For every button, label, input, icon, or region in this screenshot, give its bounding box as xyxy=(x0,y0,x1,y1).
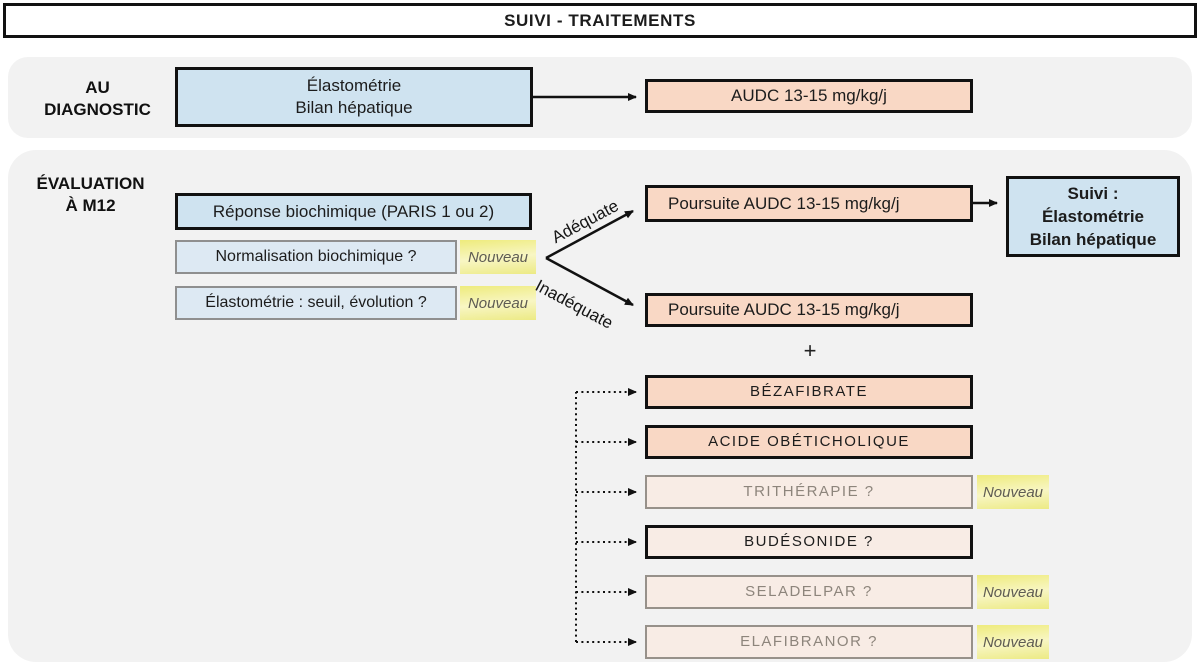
node-tritherapie: TRITHÉRAPIE ? xyxy=(645,475,973,509)
node-reponse-biochimique: Réponse biochimique (PARIS 1 ou 2) xyxy=(175,193,532,230)
plus-sign: + xyxy=(803,338,817,363)
badge-nouveau-seladelpar: Nouveau xyxy=(977,575,1049,609)
badge-nouveau-normalisation: Nouveau xyxy=(460,240,536,274)
label-au-diagnostic: AU DIAGNOSTIC xyxy=(44,78,151,119)
badge-nouveau-tritherapie: Nouveau xyxy=(977,475,1049,509)
badge-nouveau-elastometrie: Nouveau xyxy=(460,286,536,320)
diagram-title: SUIVI - TRAITEMENTS xyxy=(504,10,696,30)
node-normalisation-biochimique: Normalisation biochimique ? xyxy=(175,240,457,274)
node-suivi-elastometrie: Suivi : Élastométrie Bilan hépatique xyxy=(1006,176,1180,257)
diagram-title-bar: SUIVI - TRAITEMENTS xyxy=(3,3,1197,38)
node-bezafibrate: BÉZAFIBRATE xyxy=(645,375,973,409)
node-budesonide: BUDÉSONIDE ? xyxy=(645,525,973,559)
node-exam-diagnostic: Élastométrie Bilan hépatique xyxy=(175,67,533,127)
label-evaluation-m12: ÉVALUATION À M12 xyxy=(36,174,145,215)
node-poursuite-audc-inadequate: Poursuite AUDC 13-15 mg/kg/j xyxy=(645,293,973,327)
badge-nouveau-elafibranor: Nouveau xyxy=(977,625,1049,659)
node-audc-initial: AUDC 13-15 mg/kg/j xyxy=(645,79,973,113)
node-poursuite-audc-adequate: Poursuite AUDC 13-15 mg/kg/j xyxy=(645,185,973,222)
node-elafibranor: ELAFIBRANOR ? xyxy=(645,625,973,659)
node-elastometrie-seuil: Élastométrie : seuil, évolution ? xyxy=(175,286,457,320)
node-acide-obeticholique: ACIDE OBÉTICHOLIQUE xyxy=(645,425,973,459)
node-seladelpar: SELADELPAR ? xyxy=(645,575,973,609)
